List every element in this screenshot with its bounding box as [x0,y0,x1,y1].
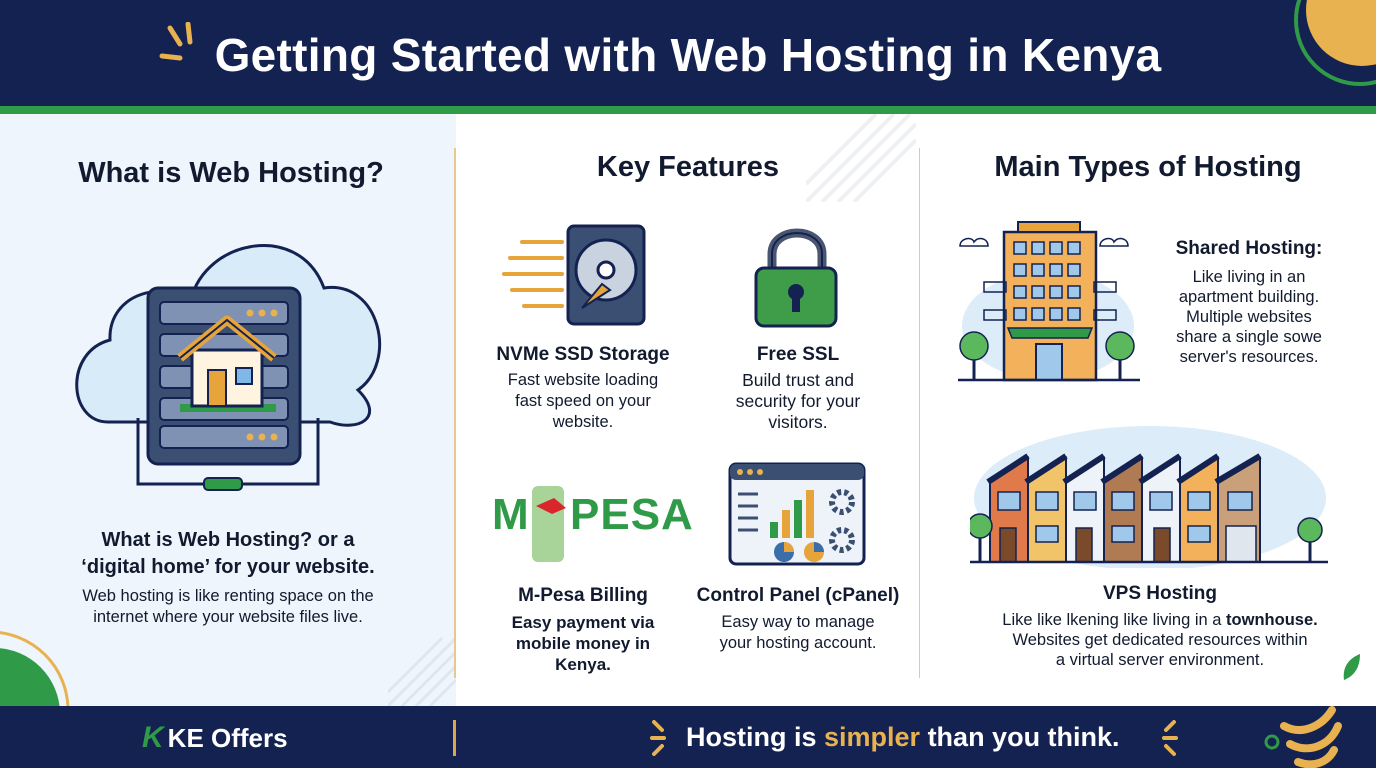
vps-desc-line: Websites get dedicated resources within [1012,631,1308,649]
feature-desc-line: Easy payment via [511,613,655,632]
what-is-subtitle-line: ‘digital home’ for your website. [81,556,375,578]
apartment-building-icon [958,221,1140,382]
vps-hosting-description: Like like lkening like living in a townh… [960,610,1360,670]
feature-desc-line: website. [552,413,614,431]
dashboard-icon [728,462,866,566]
feature-description: Build trust and security for your visito… [696,370,900,433]
vps-hosting-label: VPS Hosting [1102,583,1217,604]
feature-label: M-Pesa Billing [518,585,648,606]
tagline: Hosting is simpler than you think. [686,722,1120,753]
vps-desc-bold: townhouse. [1226,611,1318,629]
cloud-server-icon [75,244,382,491]
leaf-icon [1343,654,1360,680]
brand-mark-icon: K [142,721,164,754]
footer: K KE Offers Hosting is simpler than you … [0,706,1376,768]
hatch-pattern-icon [806,114,916,202]
brand-name: KE Offers [167,722,288,753]
shared-desc-line: Like living in an [1192,268,1306,286]
shared-desc-line: apartment building. [1178,288,1320,306]
hard-drive-icon [502,224,646,326]
column-divider [454,148,456,678]
header-stripe [0,106,1376,114]
phone-icon [532,486,566,562]
shared-desc-line: Multiple websites [1186,308,1312,326]
shared-desc-line: share a single sowe [1176,328,1322,346]
header: Getting Started with Web Hosting in Keny… [0,0,1376,108]
feature-description: Easy way to manage your hosting account. [682,612,914,654]
decorative-swirl-icon [1264,706,1342,768]
mpesa-logo-text: PESA [570,490,694,539]
what-is-subtitle-line: What is Web Hosting? or a [101,529,355,551]
shared-hosting-label: Shared Hosting: [1175,238,1323,259]
feature-desc-line: Kenya. [555,655,611,674]
feature-label: Control Panel (cPanel) [696,585,900,606]
what-is-desc-line: internet where your website files live. [93,608,363,626]
feature-description: Fast website loading fast speed on your … [470,370,696,433]
townhouses-icon [970,426,1328,568]
feature-desc-line: fast speed on your [515,392,651,410]
what-is-desc-line: Web hosting is like renting space on the [82,587,374,605]
types-title: Main Types of Hosting [994,151,1302,183]
vps-desc-line: Like like lkening like living in a townh… [960,610,1360,630]
feature-desc-line: security for your [735,391,861,411]
padlock-icon [754,228,838,328]
tagline-text: Hosting is [686,722,825,752]
brand-logo[interactable]: K KE Offers [142,721,288,754]
hatch-pattern-icon [388,636,456,706]
feature-desc-line: your hosting account. [719,634,877,652]
feature-label: Free SSL [756,344,840,365]
mpesa-logo: M PESA [492,478,693,562]
tagline-highlight: simpler [824,722,921,752]
decorative-blob-icon [1294,0,1376,86]
features-panel [456,114,920,706]
feature-desc-line: visitors. [768,412,828,432]
what-is-description: Web hosting is like renting space on the… [28,586,428,628]
page-title: Getting Started with Web Hosting in Keny… [214,29,1162,81]
feature-desc-line: mobile money in [515,634,651,653]
feature-desc-line: Easy way to manage [721,613,875,631]
feature-description: Easy payment via mobile money in Kenya. [470,612,696,675]
tagline-text: than you think. [920,722,1120,752]
shared-hosting-description: Like living in an apartment building. Mu… [1158,267,1340,367]
shared-desc-line: server's resources. [1179,348,1319,366]
features-title: Key Features [596,151,780,183]
vps-desc-text: Like like lkening like living in a [1002,611,1227,629]
vps-desc-line: a virtual server environment. [1055,651,1265,669]
feature-desc-line: Build trust and [742,370,854,390]
sparkle-icon [650,720,666,756]
what-is-subtitle: What is Web Hosting? or a ‘digital home’… [28,527,428,581]
what-is-title: What is Web Hosting? [78,157,384,189]
sparkle-icon [159,22,193,61]
feature-desc-line: Fast website loading [507,371,659,389]
mpesa-logo-text: M [492,490,530,539]
types-panel [920,114,1376,706]
feature-label: NVMe SSD Storage [496,344,670,365]
sparkle-icon [1162,720,1178,756]
footer-divider [453,720,456,756]
decorative-corner-icon [0,631,70,706]
